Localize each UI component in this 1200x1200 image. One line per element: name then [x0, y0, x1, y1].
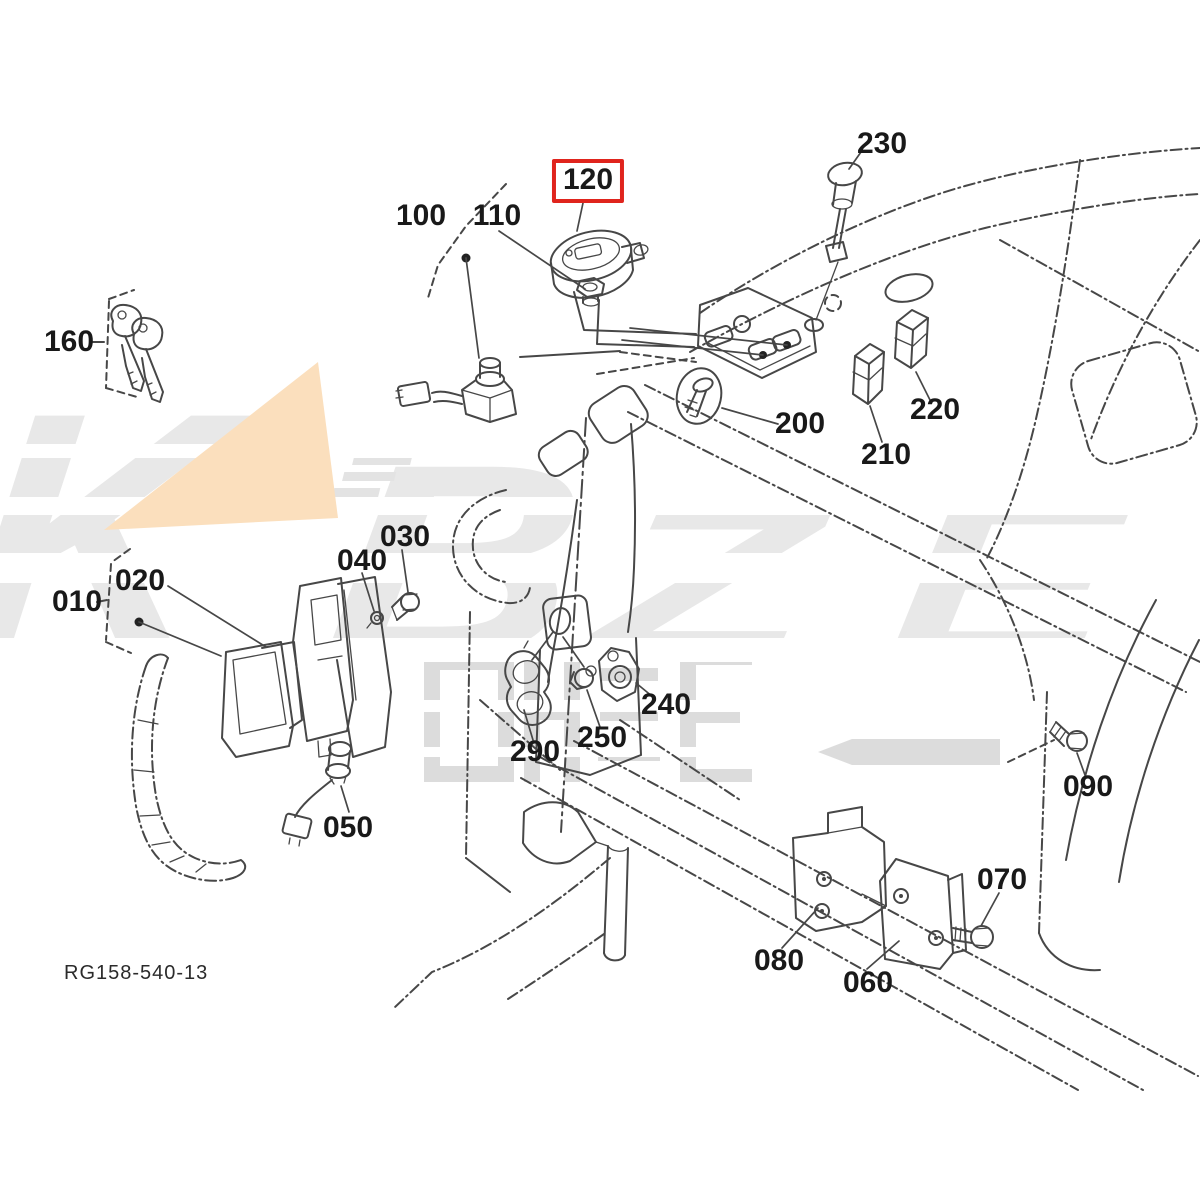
meter-bracket — [519, 291, 697, 375]
part-label-090[interactable]: 090 — [1062, 770, 1114, 803]
part-220-connector — [894, 309, 931, 401]
part-070-bolt — [952, 892, 1000, 949]
part-label-100[interactable]: 100 — [395, 199, 447, 232]
part-label-160[interactable]: 160 — [43, 325, 95, 358]
part-110-nut — [576, 277, 605, 307]
part-200-screw — [675, 367, 779, 425]
part-label-230[interactable]: 230 — [856, 127, 908, 160]
part-030-bolt — [391, 549, 420, 621]
part-080-bracket — [781, 806, 887, 949]
part-160-keys — [92, 289, 164, 403]
part-290-cover — [504, 631, 585, 741]
part-040-screw — [361, 572, 384, 629]
console-tower — [451, 384, 649, 893]
part-250-plug — [569, 665, 601, 728]
watermark-stripe — [0, 700, 810, 712]
part-label-120[interactable]: 120 — [551, 159, 625, 203]
part-label-290[interactable]: 290 — [509, 735, 561, 768]
watermark-stripe — [0, 553, 1200, 583]
panel-cluster — [130, 576, 392, 882]
part-label-060[interactable]: 060 — [842, 966, 894, 999]
deck-outline — [627, 147, 1200, 701]
frame-rails — [479, 599, 1200, 1091]
watermark-stripe — [0, 638, 1200, 662]
part-label-080[interactable]: 080 — [753, 944, 805, 977]
part-label-200[interactable]: 200 — [774, 407, 826, 440]
diagram-ref-code: RG158-540-13 — [64, 962, 209, 984]
part-090-bolt — [1049, 721, 1088, 776]
part-050-sensor-wire — [281, 741, 352, 847]
part-240-socket — [598, 647, 654, 702]
part-230-knob-rod — [804, 151, 863, 332]
watermark-orange-triangle — [104, 362, 338, 530]
part-060-controller — [866, 858, 967, 970]
part-label-070[interactable]: 070 — [976, 863, 1028, 896]
leader-lines-left — [96, 548, 267, 657]
part-210-connector — [852, 343, 885, 443]
part-label-010[interactable]: 010 — [51, 585, 103, 618]
part-label-250[interactable]: 250 — [576, 721, 628, 754]
part-label-240[interactable]: 240 — [640, 688, 692, 721]
part-label-050[interactable]: 050 — [322, 811, 374, 844]
part-label-020[interactable]: 020 — [114, 564, 166, 597]
watermark-stripe — [0, 747, 810, 757]
part-label-110[interactable]: 110 — [472, 199, 522, 232]
part-label-040[interactable]: 040 — [336, 544, 388, 577]
part-label-220[interactable]: 220 — [909, 393, 961, 426]
part-100-ignition-switch — [395, 357, 517, 423]
watermark-arrow-bar — [818, 739, 1000, 765]
part-label-030[interactable]: 030 — [379, 520, 431, 553]
support-leg — [393, 801, 629, 1009]
part-label-210[interactable]: 210 — [860, 438, 912, 471]
leader-lines-top — [427, 183, 586, 359]
